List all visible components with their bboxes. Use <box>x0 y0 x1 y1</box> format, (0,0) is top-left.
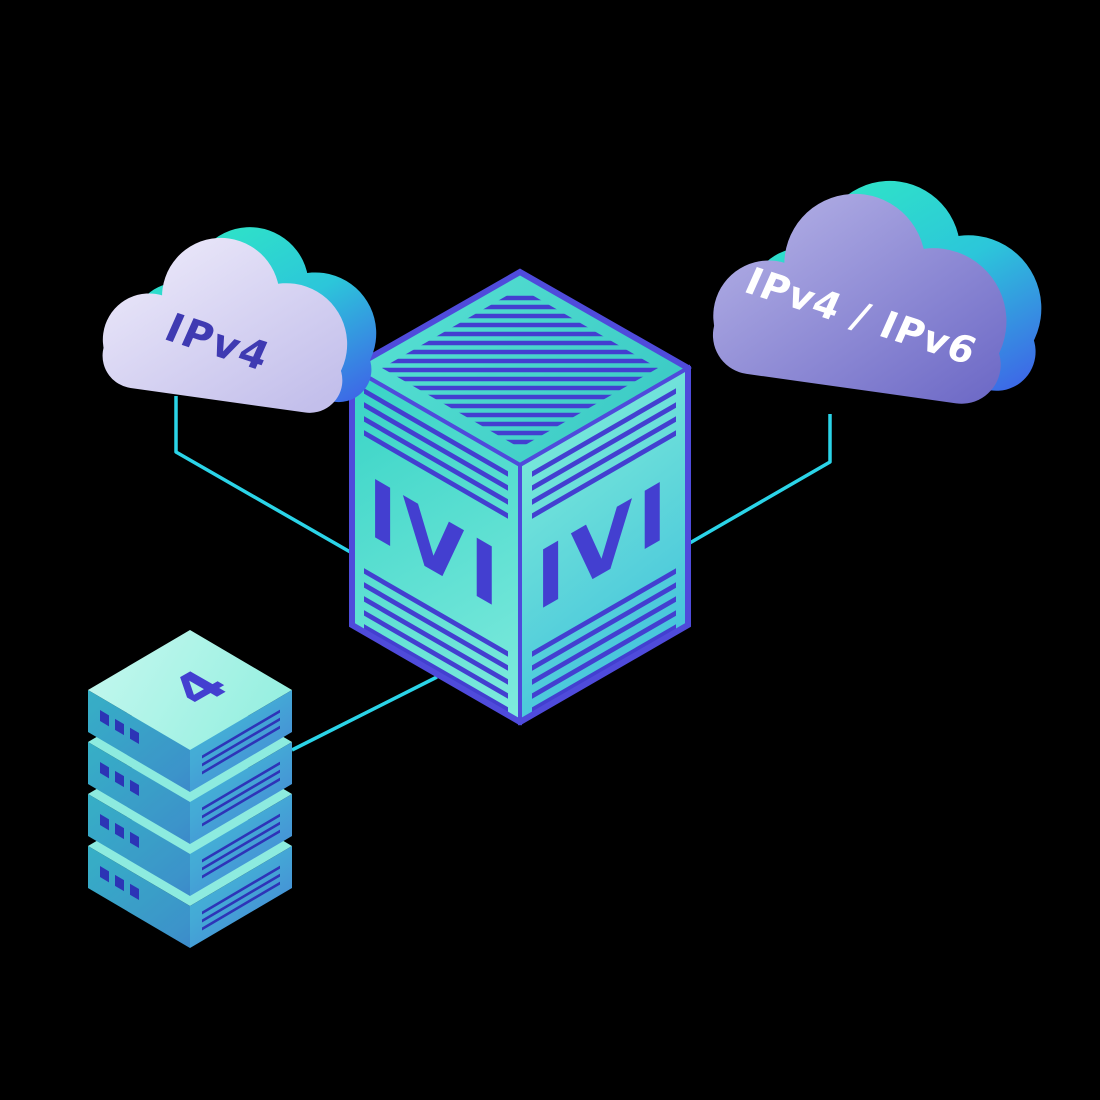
rack-vent-lines <box>202 709 280 775</box>
rack-bay-slots <box>100 866 139 900</box>
server-rack: 4 <box>88 630 292 948</box>
ivi-translator-cube: IVI IVI <box>347 268 693 726</box>
rack-bay-slots <box>100 710 139 744</box>
connection-lines <box>174 396 832 752</box>
cube-top-stripes <box>382 295 658 445</box>
rack-vent-lines <box>202 761 280 827</box>
dual-stack-cloud: IPv4 / IPv6 <box>705 163 1057 409</box>
connection-left-cloud-to-cube <box>174 396 353 555</box>
rack-vent-lines <box>202 813 280 879</box>
cube-left-face-stripes <box>364 388 508 713</box>
rack-bay-slots <box>100 814 139 848</box>
ipv4-cloud: IPv4 <box>96 212 390 418</box>
rack-bay-slots <box>100 762 139 796</box>
rack-unit: 4 <box>88 630 292 792</box>
cube-right-face-stripes <box>532 388 676 713</box>
connection-right-cloud-to-cube <box>687 414 832 546</box>
rack-vent-lines <box>202 865 280 931</box>
connection-rack-to-cube <box>291 675 438 752</box>
cloud-body <box>96 223 361 418</box>
